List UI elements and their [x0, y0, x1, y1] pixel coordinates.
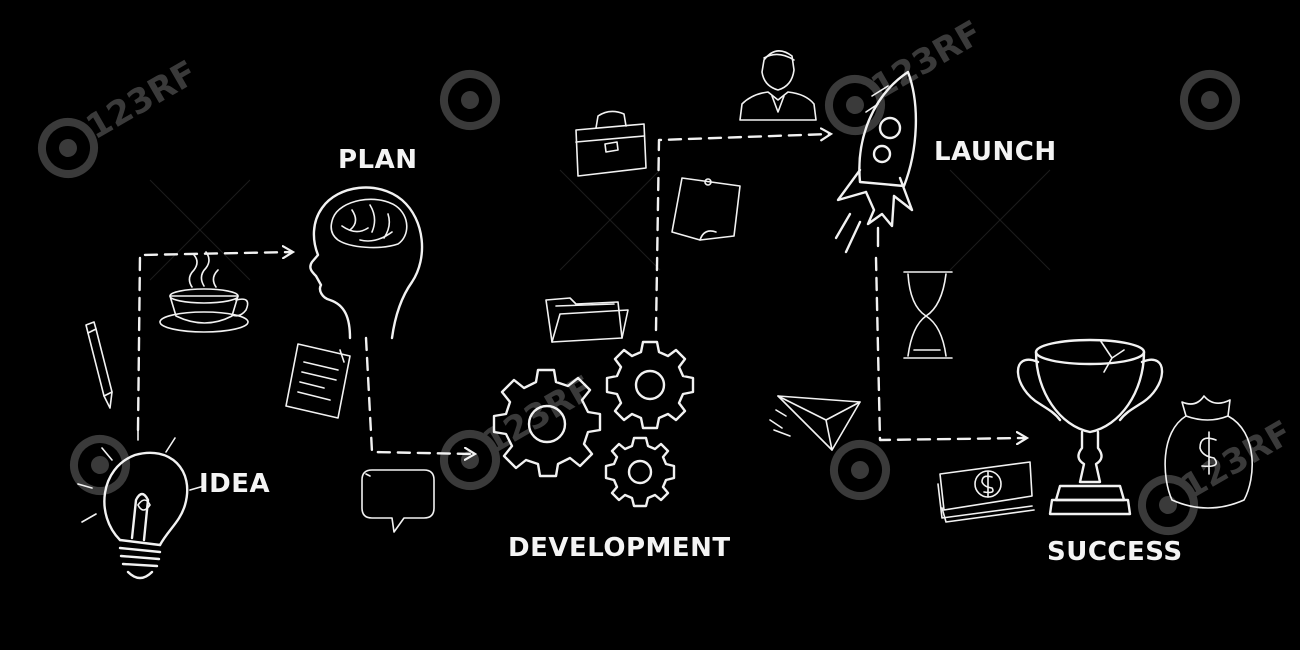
trophy-icon: [1016, 338, 1164, 516]
head-brain-icon: [309, 186, 424, 340]
stage-label-plan: PLAN: [338, 145, 418, 175]
watermark-icon: [64, 429, 135, 500]
speech-bubble-icon: [361, 469, 435, 533]
money-bag-icon: [1164, 395, 1253, 509]
arrow-plan-to-development: [364, 336, 474, 454]
rocket-icon: [834, 70, 918, 254]
flow-connectors: [136, 134, 1026, 454]
small-gear-icon: [604, 436, 676, 508]
coffee-cup-icon: [159, 251, 249, 333]
watermark-icon: [1174, 64, 1245, 135]
briefcase-icon: [575, 110, 647, 177]
pencil-icon: [85, 321, 113, 409]
sticky-note-icon: [671, 177, 741, 241]
watermark-text: 123RF: [80, 53, 204, 148]
paper-plane-icon: [769, 395, 861, 451]
large-gear-icon: [492, 368, 602, 478]
arrow-development-to-launch: [654, 134, 830, 332]
stage-label-success: SUCCESS: [1047, 537, 1183, 567]
lightbulb-icon: [77, 425, 205, 580]
medium-gear-icon: [605, 340, 695, 430]
guide-lines: [149, 169, 1051, 281]
businessman-icon: [739, 50, 817, 121]
watermark-icon: [434, 64, 505, 135]
gears-icon: [492, 340, 695, 508]
hourglass-icon: [903, 271, 953, 359]
arrow-idea-to-plan: [136, 252, 292, 432]
stage-label-development: DEVELOPMENT: [508, 533, 731, 563]
stage-label-idea: IDEA: [199, 469, 270, 499]
arrow-launch-to-success: [874, 256, 1026, 440]
document-icon: [285, 343, 351, 419]
stage-label-launch: LAUNCH: [934, 137, 1057, 167]
money-stack-icon: [937, 461, 1035, 523]
watermark-text: 123RF: [1175, 413, 1299, 508]
folder-icon: [545, 297, 629, 343]
